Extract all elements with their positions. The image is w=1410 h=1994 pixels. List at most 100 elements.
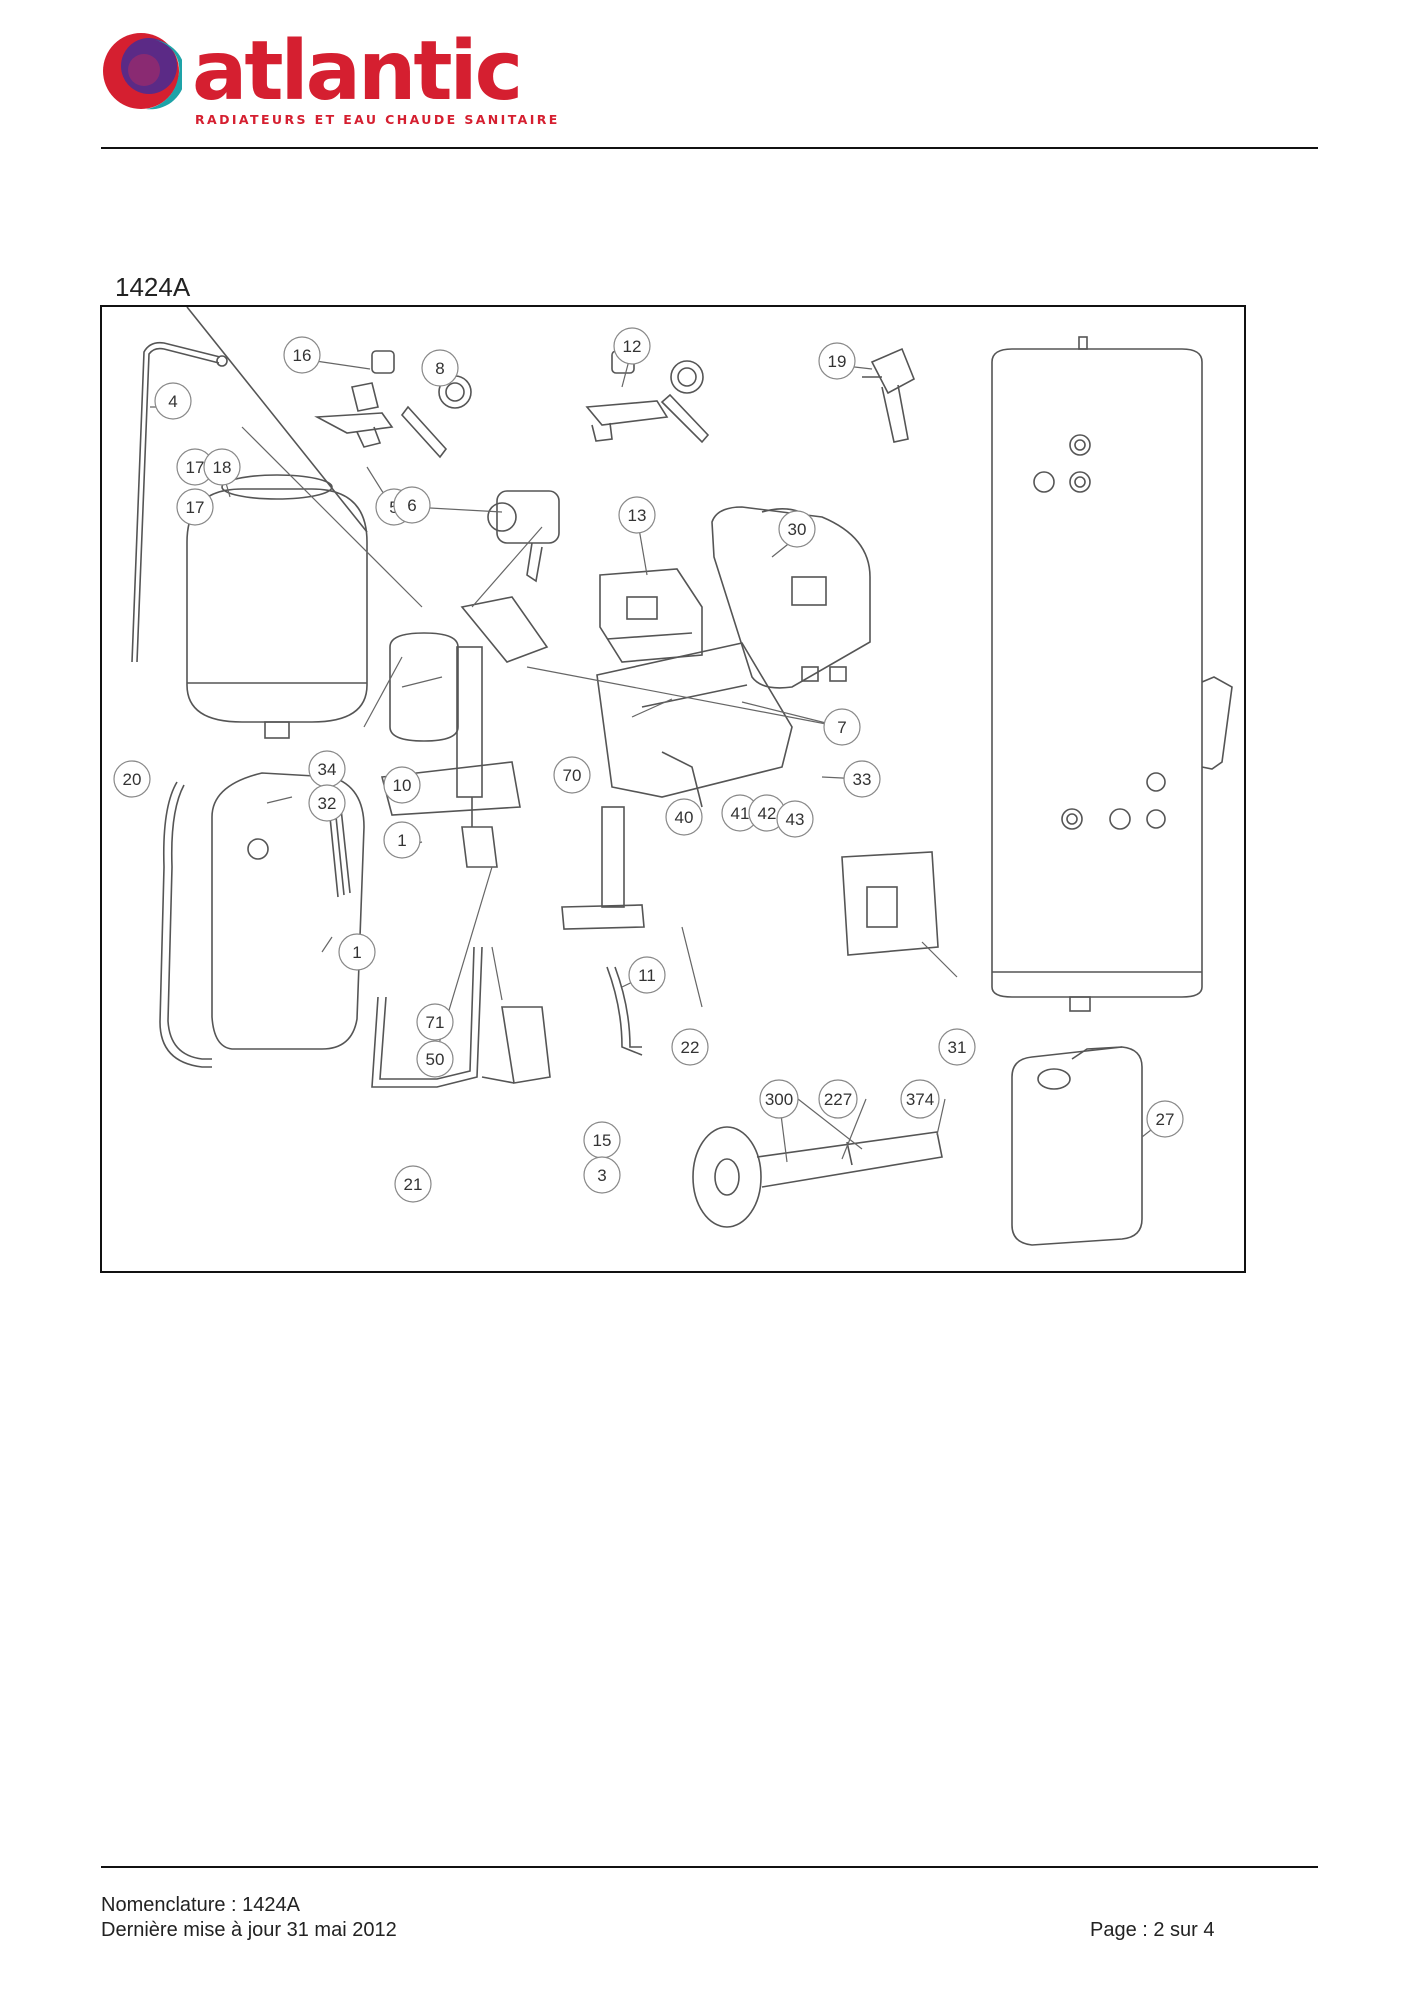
- part-callout: 27: [1146, 1100, 1184, 1138]
- callout-circle: [628, 956, 666, 994]
- part-callout: 1: [383, 821, 421, 859]
- callout-number: 34: [318, 760, 337, 779]
- callout-circle: [308, 784, 346, 822]
- callout-number: 227: [824, 1090, 852, 1109]
- mixing-valve-part: [862, 347, 916, 443]
- callout-number: 11: [638, 966, 656, 985]
- nomenclature-label: Nomenclature : 1424A: [101, 1894, 301, 1916]
- callout-circle: [416, 1040, 454, 1078]
- callout-circle: [776, 800, 814, 838]
- antifreeze-can-part: [1011, 1046, 1143, 1246]
- part-callout: 1: [338, 933, 376, 971]
- small-vessel-part: [389, 632, 459, 742]
- part-callout: 43: [776, 800, 814, 838]
- part-callout: 18: [203, 448, 241, 486]
- brand-wordmark: atlantic: [192, 24, 523, 119]
- callout-number: 33: [853, 770, 872, 789]
- part-callout: 20: [113, 760, 151, 798]
- callout-circle: [618, 496, 656, 534]
- callout-number: 17: [186, 458, 205, 477]
- part-callout: 7: [823, 708, 861, 746]
- callout-number: 13: [628, 506, 647, 525]
- part-callout: 21: [394, 1165, 432, 1203]
- part-callout: 40: [665, 798, 703, 836]
- part-callout: 6: [393, 486, 431, 524]
- part-callout: 30: [778, 510, 816, 548]
- mounting-bracket-part: [596, 642, 793, 808]
- last-update-label: Dernière mise à jour 31 mai 2012: [101, 1919, 397, 1941]
- callout-number: 42: [758, 804, 777, 823]
- part-callout: 32: [308, 784, 346, 822]
- part-callout: 71: [416, 1003, 454, 1041]
- callout-number: 3: [597, 1166, 606, 1185]
- callout-number: 50: [426, 1050, 445, 1069]
- part-callout: 17: [176, 448, 214, 486]
- callout-number: 31: [948, 1038, 967, 1057]
- exploded-parts-diagram: 1681219417181756133072034321070334041424…: [100, 305, 1246, 1273]
- pipe-part: [371, 946, 483, 1088]
- part-callout: 13: [618, 496, 656, 534]
- callout-circle: [394, 1165, 432, 1203]
- callout-circle: [176, 488, 214, 526]
- callout-circle: [393, 486, 431, 524]
- callout-number: 18: [213, 458, 232, 477]
- callout-number: 32: [318, 794, 337, 813]
- header-rule: [101, 147, 1318, 149]
- callout-circle: [938, 1028, 976, 1066]
- callout-number: 30: [788, 520, 807, 539]
- part-callout: 12: [613, 327, 651, 365]
- callout-number: 1: [352, 943, 361, 962]
- filter-part: [481, 1006, 551, 1084]
- callout-circle: [843, 760, 881, 798]
- callout-circle: [818, 342, 856, 380]
- part-callout: 300: [759, 1079, 799, 1119]
- callout-circle: [1146, 1100, 1184, 1138]
- callout-circle: [383, 821, 421, 859]
- page-number: Page : 2 sur 4: [1090, 1919, 1215, 1941]
- part-callout: 374: [900, 1079, 940, 1119]
- pipe-part: [131, 341, 228, 663]
- callout-number: 19: [828, 352, 847, 371]
- callout-number: 7: [837, 718, 846, 737]
- part-callout: 41: [721, 794, 759, 832]
- part-callout: 31: [938, 1028, 976, 1066]
- callout-number: 15: [593, 1131, 612, 1150]
- valve-assembly-part: [585, 350, 710, 444]
- part-callout: 70: [553, 756, 591, 794]
- callout-number: 8: [435, 359, 444, 378]
- part-callout: 34: [308, 750, 346, 788]
- part-callout: 4: [154, 382, 192, 420]
- callout-circle: [818, 1079, 858, 1119]
- callout-circle: [416, 1003, 454, 1041]
- part-callout: 33: [843, 760, 881, 798]
- model-title: 1424A: [115, 272, 191, 302]
- circulator-pump-part: [487, 490, 560, 583]
- part-callout: 8: [421, 349, 459, 387]
- pipe-part: [159, 781, 212, 1068]
- leader-lines: [150, 348, 1166, 1163]
- callout-circle: [203, 448, 241, 486]
- control-module-part: [599, 568, 703, 663]
- callout-circle: [900, 1079, 940, 1119]
- callout-number: 6: [407, 496, 416, 515]
- water-tank-part: [991, 336, 1233, 1012]
- callout-number: 16: [293, 346, 312, 365]
- callout-circle: [383, 766, 421, 804]
- atlantic-logo-mark-icon: [103, 33, 182, 110]
- footer-rule: [101, 1866, 1318, 1868]
- brand-tagline: RADIATEURS ET EAU CHAUDE SANITAIRE: [195, 112, 560, 127]
- callout-number: 22: [681, 1038, 700, 1057]
- part-callout: 15: [583, 1121, 621, 1159]
- coupling-part: [561, 806, 645, 1056]
- callout-circle: [583, 1156, 621, 1194]
- callout-circle: [154, 382, 192, 420]
- controller-housing-part: [711, 506, 871, 689]
- callout-circle: [613, 327, 651, 365]
- callout-number: 43: [786, 810, 805, 829]
- part-callout: 10: [383, 766, 421, 804]
- callout-circle: [671, 1028, 709, 1066]
- callout-number: 20: [123, 770, 142, 789]
- callout-number: 41: [731, 804, 750, 823]
- part-callout: 50: [416, 1040, 454, 1078]
- callout-circle: [338, 933, 376, 971]
